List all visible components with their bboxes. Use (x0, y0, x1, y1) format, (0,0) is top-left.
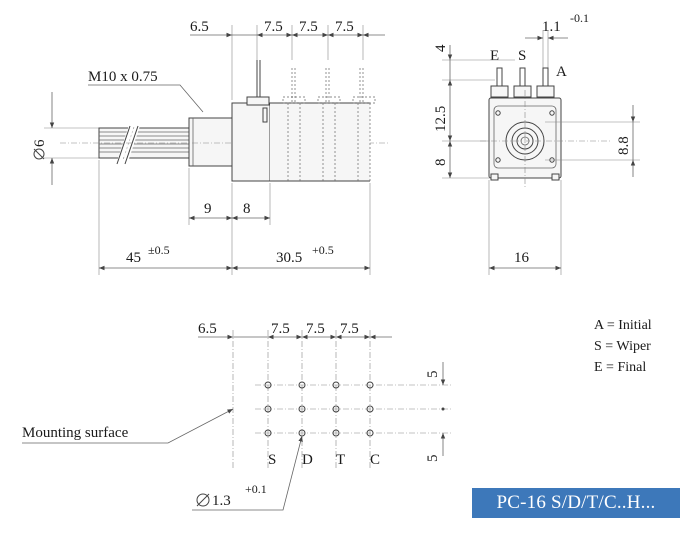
pcb-dim-row-top: 5 (425, 371, 441, 379)
pcb-dim-row-bottom: 5 (425, 455, 441, 463)
dim-pin-height: 4 (433, 44, 449, 52)
dim-top-4: 7.5 (335, 19, 354, 35)
potentiometer-body (231, 60, 376, 182)
dim-lower: 8 (433, 159, 449, 167)
shaft-diameter: 6 (32, 92, 100, 185)
model-title-badge: PC-16 S/D/T/C..H... (472, 488, 680, 518)
side-view: 6.5 7.5 7.5 7.5 M10 x 0.75 6 (32, 19, 390, 275)
dim-pin-width: 1.1 (542, 19, 561, 35)
dim-pin-width-tolerance: -0.1 (570, 11, 589, 25)
legend-item-wiper: S = Wiper (594, 339, 651, 354)
dim-bushing: 9 (204, 201, 212, 217)
pin-label-s: S (518, 48, 526, 64)
dim-body-tolerance: +0.5 (312, 243, 334, 257)
dim-bore: 8.8 (616, 136, 632, 155)
pcb-dim-top-1: 6.5 (198, 321, 217, 337)
pcb-dim-top-3: 7.5 (306, 321, 325, 337)
pcb-dim-top-4: 7.5 (340, 321, 359, 337)
column-label-s: S (268, 452, 276, 468)
hole-tolerance: +0.1 (245, 482, 267, 496)
dim-width: 16 (514, 250, 530, 266)
pin-legend: A = Initial S = Wiper E = Final (594, 318, 652, 375)
column-label-c: C (370, 452, 380, 468)
dim-top-2: 7.5 (264, 19, 283, 35)
dim-shaft-tolerance: ±0.5 (148, 243, 170, 257)
pcb-dim-top-2: 7.5 (271, 321, 290, 337)
dim-pin-spacing: 12.5 (433, 106, 449, 132)
column-label-t: T (336, 452, 345, 468)
bushing (60, 117, 390, 167)
front-view: 1.1 -0.1 E S A 4 (433, 11, 640, 275)
legend-item-initial: A = Initial (594, 318, 652, 333)
dim-body: 30.5 (276, 250, 302, 266)
pcb-layout: 6.5 7.5 7.5 7.5 (22, 321, 452, 511)
hole-diameter-label: 1.3 (212, 493, 231, 509)
dim-shaft: 45 (126, 250, 141, 266)
pin-label-a: A (556, 64, 567, 80)
shaft (98, 123, 190, 167)
thread-label: M10 x 0.75 (88, 69, 158, 85)
pin-label-e: E (490, 48, 499, 64)
column-label-d: D (302, 452, 313, 468)
legend-item-final: E = Final (594, 360, 646, 375)
dim-section: 8 (243, 201, 251, 217)
dim-top-1: 6.5 (190, 19, 209, 35)
mounting-surface-label: Mounting surface (22, 425, 129, 441)
hole-diameter: 1.3 +0.1 (196, 482, 267, 509)
dim-top-3: 7.5 (299, 19, 318, 35)
diameter-label: 6 (32, 139, 48, 147)
